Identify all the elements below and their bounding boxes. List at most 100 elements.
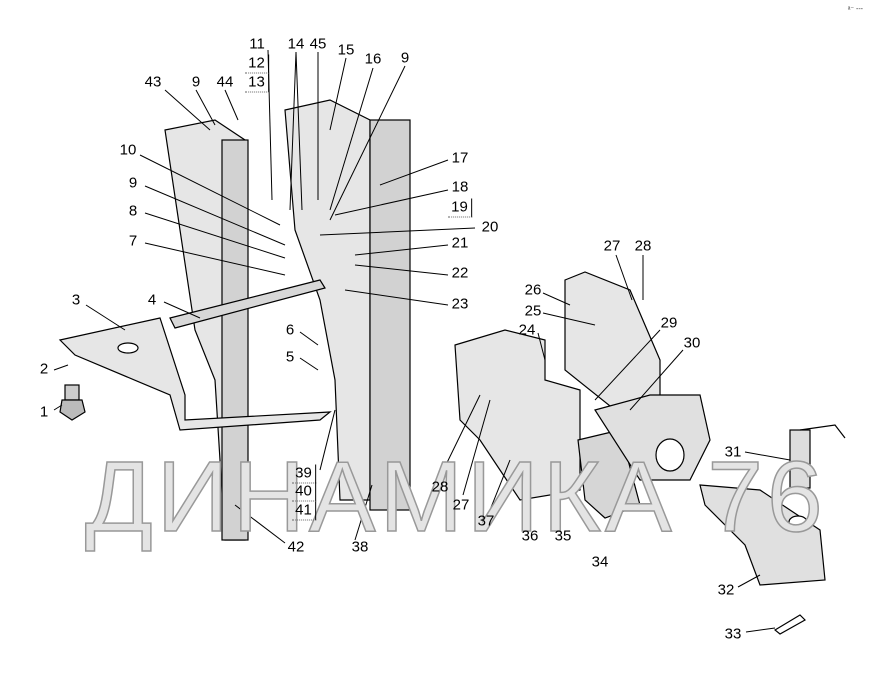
callout-39: 39 <box>292 464 316 484</box>
rear-plate <box>564 271 661 411</box>
callout-16: 16 <box>364 50 382 68</box>
callout-24: 24 <box>518 321 536 339</box>
callout-3: 3 <box>71 291 81 309</box>
callout-19: 19 <box>448 198 472 218</box>
callout-34: 34 <box>591 553 609 571</box>
leader-line <box>195 89 216 126</box>
callout-21: 21 <box>451 234 469 252</box>
callout-25: 25 <box>524 302 542 320</box>
plate-hole <box>117 342 139 354</box>
callout-7: 7 <box>128 232 138 250</box>
bolt-1-head <box>59 399 86 421</box>
callout-17: 17 <box>451 149 469 167</box>
watermark: ДИНАМИКА 76 <box>84 440 827 554</box>
leader-line <box>295 51 303 211</box>
leader-line <box>53 364 69 371</box>
cotter-pin <box>773 614 806 635</box>
callout-32: 32 <box>717 581 735 599</box>
callout-37: 37 <box>477 512 495 530</box>
leader-line <box>163 301 201 319</box>
leader-line <box>144 185 286 246</box>
leader-line <box>139 154 281 226</box>
leader-line <box>462 399 491 496</box>
hook-hole <box>788 515 808 529</box>
leader-line <box>344 289 449 306</box>
leader-line <box>144 212 286 259</box>
leader-line <box>144 242 286 276</box>
callout-10: 10 <box>119 141 137 159</box>
right-post <box>369 119 411 511</box>
callout-27: 27 <box>603 237 621 255</box>
callout-36: 36 <box>521 527 539 545</box>
leader-line <box>289 51 297 211</box>
callout-45: 45 <box>309 35 327 53</box>
leader-line <box>319 409 336 471</box>
leader-line <box>537 332 546 361</box>
leader-line <box>329 65 406 221</box>
callout-9: 9 <box>400 49 410 67</box>
leader-line <box>354 244 449 256</box>
leader-line <box>744 451 791 461</box>
callout-9: 9 <box>128 174 138 192</box>
leader-line <box>629 349 684 411</box>
callout-15: 15 <box>337 41 355 59</box>
callout-26: 26 <box>524 281 542 299</box>
leader-line <box>354 264 449 276</box>
leader-line <box>329 67 374 211</box>
right-bracket <box>284 99 371 501</box>
coupling-bore <box>655 438 685 472</box>
corner-mark: ᵃ⁻ --- <box>847 6 863 13</box>
leader-line <box>299 331 319 346</box>
callout-40: 40 <box>292 482 316 502</box>
callout-2: 2 <box>39 360 49 378</box>
callout-8: 8 <box>128 202 138 220</box>
callout-33: 33 <box>724 625 742 643</box>
callout-20: 20 <box>481 218 499 236</box>
callout-41: 41 <box>292 501 316 521</box>
callout-18: 18 <box>451 178 469 196</box>
leader-line <box>53 404 63 411</box>
callout-28: 28 <box>431 478 449 496</box>
leader-line <box>615 254 633 301</box>
leader-line <box>164 89 211 131</box>
callout-23: 23 <box>451 295 469 313</box>
leader-line <box>745 627 776 633</box>
leader-line <box>224 89 239 121</box>
leader-line <box>329 57 347 131</box>
leader-line <box>299 357 319 371</box>
callout-29: 29 <box>660 314 678 332</box>
callout-6: 6 <box>285 321 295 339</box>
callout-12: 12 <box>245 54 269 74</box>
hook <box>699 484 826 586</box>
leader-line <box>379 159 449 186</box>
leader-line <box>319 227 476 236</box>
callout-43: 43 <box>144 73 162 91</box>
callout-31: 31 <box>724 443 742 461</box>
leader-line <box>542 292 571 306</box>
callout-42: 42 <box>287 538 305 556</box>
callout-38: 38 <box>351 538 369 556</box>
callout-27: 27 <box>452 496 470 514</box>
bolt-1 <box>64 384 80 401</box>
callout-22: 22 <box>451 264 469 282</box>
callout-1: 1 <box>39 403 49 421</box>
callout-9: 9 <box>191 73 201 91</box>
callout-35: 35 <box>554 527 572 545</box>
callout-44: 44 <box>216 73 234 91</box>
leader-line <box>594 329 661 401</box>
leader-line <box>234 504 286 544</box>
callout-14: 14 <box>287 35 305 53</box>
leader-line <box>542 312 596 326</box>
rod <box>169 279 326 329</box>
callout-11: 11 <box>249 35 265 53</box>
leader-line <box>334 189 449 216</box>
leader-line <box>489 459 511 511</box>
leader-line <box>85 304 126 331</box>
leader-line <box>737 574 761 588</box>
callout-5: 5 <box>285 348 295 366</box>
callout-13: 13 <box>245 73 269 93</box>
callout-30: 30 <box>683 334 701 352</box>
callout-28: 28 <box>634 237 652 255</box>
